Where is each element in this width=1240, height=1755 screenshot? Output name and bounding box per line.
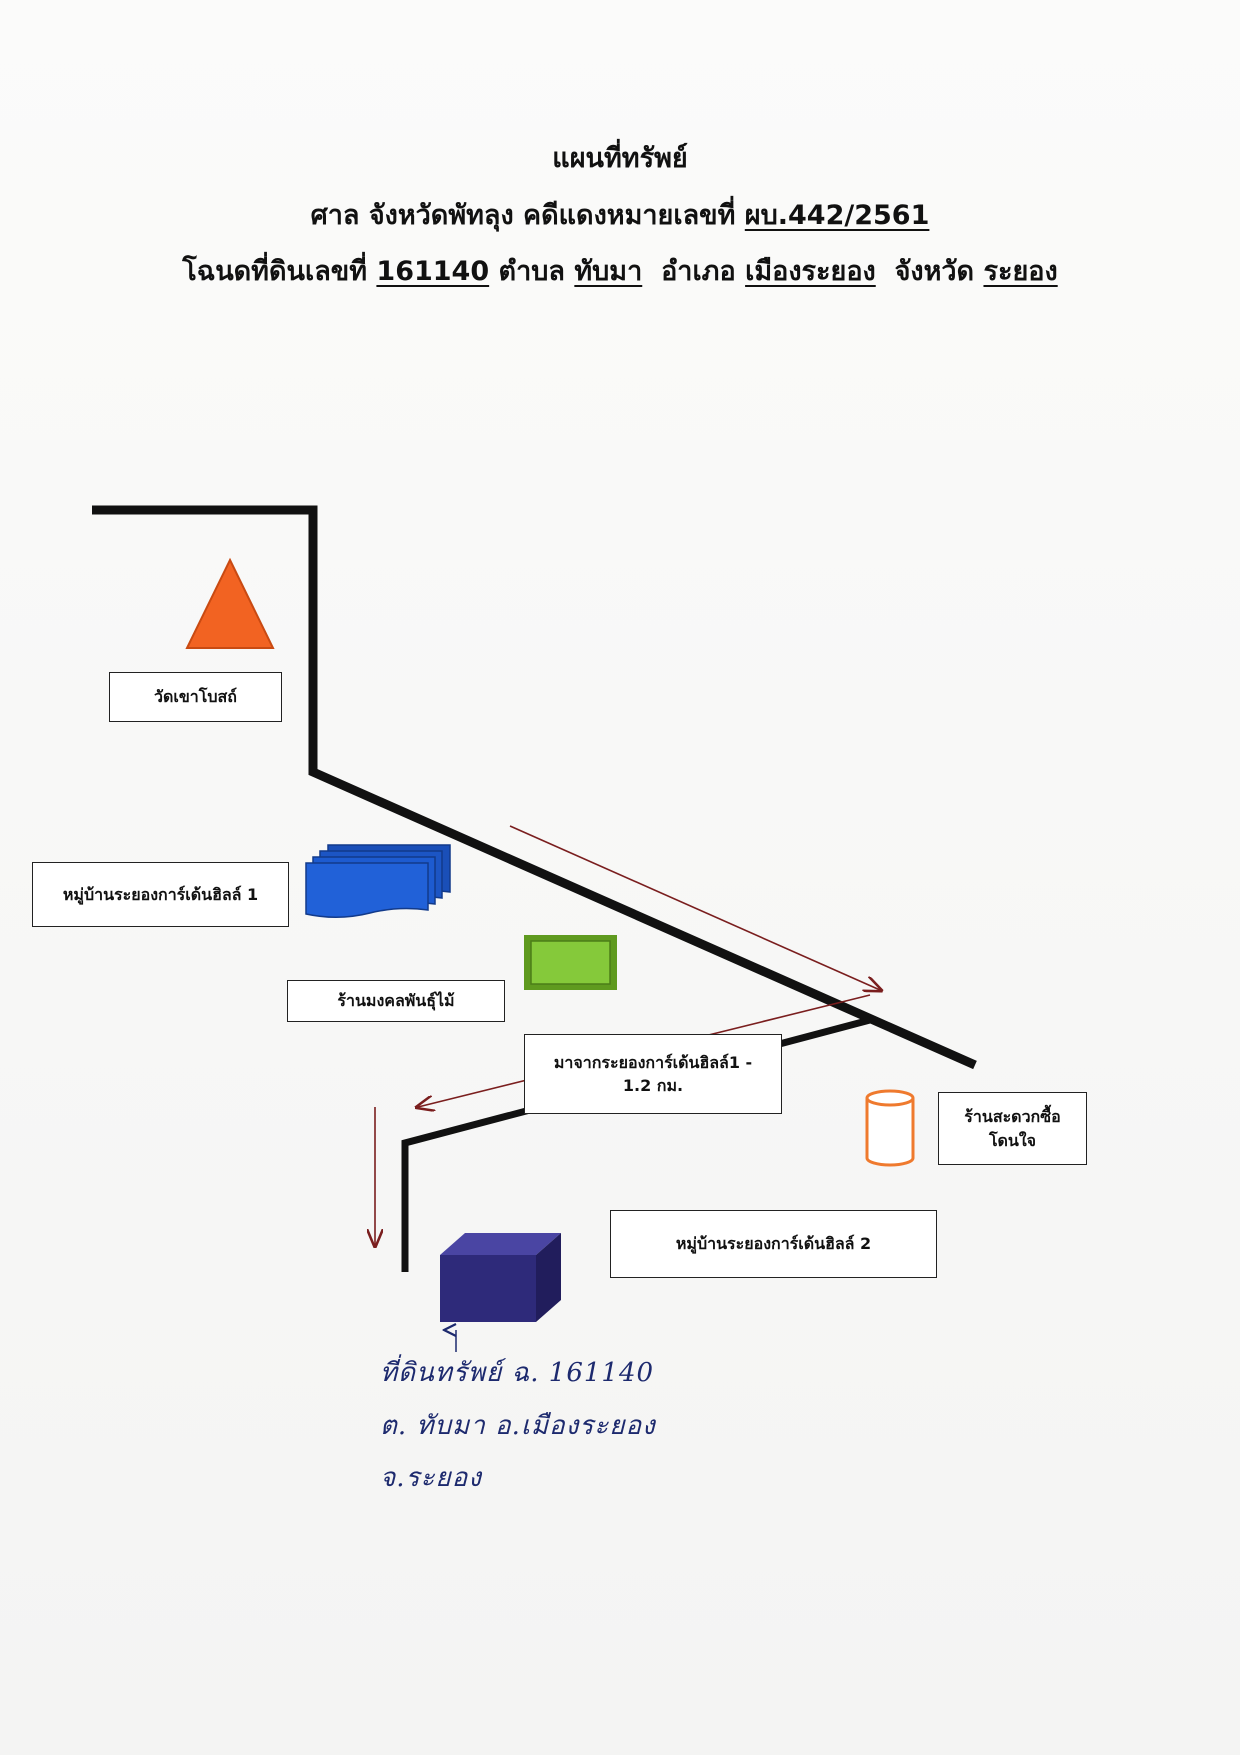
handwritten-line-2: ต. ทับมา อ.เมืองระยอง [380,1411,656,1441]
rectangle-icon [524,935,617,990]
district: เมืองระยอง [745,256,876,287]
deed-line: โฉนดที่ดินเลขที่ 161140 ตำบล ทับมา อำเภอ… [0,249,1240,292]
district-prefix: อำเภอ [661,256,736,287]
handwritten-line-1: ที่ดินทรัพย์ ฉ. 161140 [380,1358,655,1388]
province-prefix: จังหวัด [894,256,975,287]
subdistrict-prefix: ตำบล [498,256,565,287]
subdistrict: ทับมา [574,256,643,287]
cylinder-icon [865,1089,915,1167]
deed-number: 161140 [376,256,490,287]
label-route-note: มาจากระยองการ์เด้นฮิลล์1 - 1.2 กม. [524,1034,782,1114]
court-case-line: ศาล จังหวัดพัทลุง คดีแดงหมายเลขที่ ผบ.44… [0,193,1240,236]
stacked-sheets-icon [305,844,451,919]
label-temple: วัดเขาโบสถ์ [109,672,282,722]
cube-icon [440,1233,561,1322]
deed-prefix: โฉนดที่ดินเลขที่ [182,256,367,287]
court-prefix: ศาล จังหวัดพัทลุง คดีแดงหมายเลขที่ [310,200,736,231]
label-village2: หมู่บ้านระยองการ์เด้นฮิลล์ 2 [610,1210,937,1278]
direction-arrow-main [509,825,880,990]
road-north [92,505,977,1070]
case-number: ผบ.442/2561 [744,200,930,231]
map-title: แผนที่ทรัพย์ [552,143,688,174]
triangle-icon [185,557,275,649]
label-plant-shop: ร้านมงคลพันธุ์ไม้ [287,980,505,1022]
label-village1: หมู่บ้านระยองการ์เด้นฮิลล์ 1 [32,862,289,927]
label-convenience-store: ร้านสะดวกซื้อ โดนใจ [938,1092,1087,1165]
province: ระยอง [983,256,1058,287]
handwritten-line-3: จ.ระยอง [380,1463,482,1493]
